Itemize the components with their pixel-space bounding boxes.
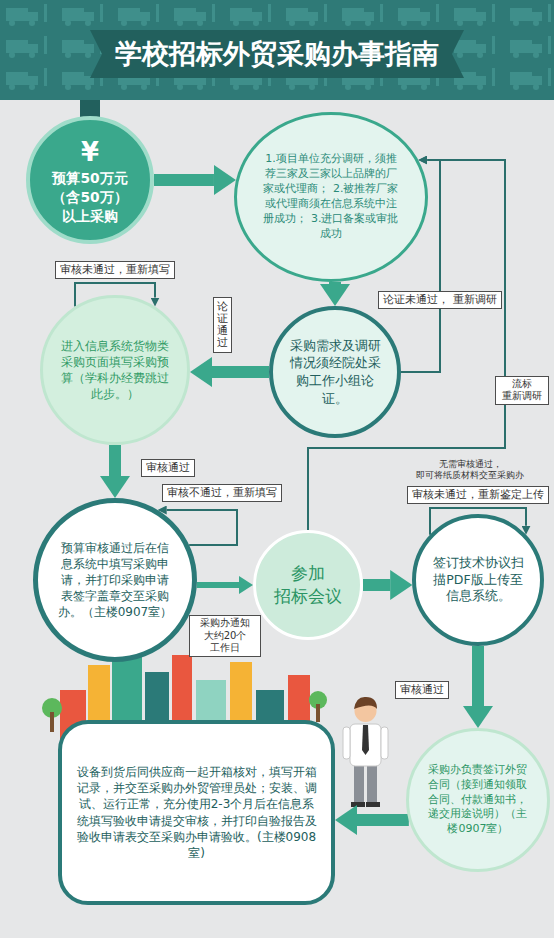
person-figure <box>351 802 365 807</box>
node-text: ¥预算50万元 （含50万） 以上采购 <box>44 135 136 226</box>
process-circle: 预算审核通过后在信息系统中填写采购申请，并打印采购申请表签字盖章交至采购办。（主… <box>33 498 197 662</box>
person-figure <box>362 725 369 755</box>
edge-label: 论证通过 <box>213 297 232 353</box>
node-label: 签订技术协议扫描PDF版上传至信息系统。 <box>430 555 525 606</box>
node-outline <box>40 295 190 445</box>
person-figure <box>343 697 388 807</box>
circle-shape <box>36 501 195 660</box>
node-label: 采购需求及调研情况须经院处采购工作小组论证。 <box>287 337 382 407</box>
process-circle: 1.项目单位充分调研，须推荐三家及三家以上品牌的厂家或代理商； 2.被推荐厂家或… <box>234 112 428 282</box>
person-figure <box>354 764 364 804</box>
edge-label: 采购办通知 大约20个 工作日 <box>189 615 261 657</box>
header-band <box>0 0 554 100</box>
circle-shape <box>28 118 152 242</box>
flow-arrow <box>363 579 390 591</box>
circle-shape <box>236 114 427 281</box>
person-figure <box>354 697 377 709</box>
flow-arrow <box>154 174 214 186</box>
process-circle: 采购需求及调研情况须经院处采购工作小组论证。 <box>269 306 401 438</box>
node-outline <box>269 306 401 438</box>
box-shape <box>60 722 333 903</box>
edge-label: 审核不通过，重新填写 <box>162 484 282 502</box>
person-figure <box>343 727 350 759</box>
circle-shape <box>414 516 542 644</box>
node-text: 采购办负责签订外贸合同（接到通知领取合同、付款通知书，递交用途说明）（主楼090… <box>426 763 530 837</box>
city-illustration <box>316 704 320 722</box>
node-text: 进入信息系统货物类采购页面填写采购预算（学科办经费跳过此步。） <box>61 338 169 403</box>
city-illustration <box>50 712 54 732</box>
node-label: 1.项目单位充分调研，须推荐三家及三家以上品牌的厂家或代理商； 2.被推荐厂家或… <box>261 152 401 241</box>
circle-shape <box>255 532 362 639</box>
node-text: 1.项目单位充分调研，须推荐三家及三家以上品牌的厂家或代理商； 2.被推荐厂家或… <box>261 152 401 241</box>
node-outline <box>58 720 335 905</box>
node-text: 参加 招标会议 <box>268 562 347 608</box>
person-figure <box>366 802 380 807</box>
header-band <box>0 0 554 122</box>
process-circle: 参加 招标会议 <box>253 530 363 640</box>
node-outline <box>253 530 363 640</box>
header-band <box>90 30 464 78</box>
circle-shape <box>408 730 549 871</box>
process-circle: 签订技术协议扫描PDF版上传至信息系统。 <box>412 514 544 646</box>
person-figure <box>367 764 377 804</box>
edge-label: 流标 重新调研 <box>495 376 549 405</box>
node-label: 预算审核通过后在信息系统中填写采购申请，并打印采购申请表签字盖章交至采购办。（主… <box>56 540 174 621</box>
flow-arrow <box>109 445 121 476</box>
flow-arrow <box>329 282 341 284</box>
header-band <box>0 0 554 100</box>
node-label: ¥ <box>44 135 136 170</box>
process-circle: 进入信息系统货物类采购页面填写采购预算（学科办经费跳过此步。） <box>40 295 190 445</box>
node-label: 设备到货后同供应商一起开箱核对，填写开箱记录，并交至采购办外贸管理员处；安装、调… <box>75 764 319 861</box>
node-label: 进入信息系统货物类采购页面填写采购预算（学科办经费跳过此步。） <box>61 338 169 403</box>
edge-label: 审核通过 <box>395 681 449 699</box>
circle-shape <box>42 297 189 444</box>
node-text: 签订技术协议扫描PDF版上传至信息系统。 <box>430 555 525 606</box>
title: 学校招标外贸采购办事指南 <box>90 30 464 78</box>
flow-arrow <box>212 366 269 378</box>
process-circle: ¥预算50万元 （含50万） 以上采购 <box>26 116 154 244</box>
edge-label: 论证未通过， 重新调研 <box>378 291 502 309</box>
flow-arrow <box>197 582 239 588</box>
process-circle: 采购办负责签订外贸合同（接到通知领取合同、付款通知书，递交用途说明）（主楼090… <box>406 728 550 872</box>
flow-arrow <box>357 814 409 826</box>
node-text: 预算审核通过后在信息系统中填写采购申请，并打印采购申请表签字盖章交至采购办。（主… <box>56 540 174 621</box>
node-label: 参加 招标会议 <box>268 562 347 608</box>
person-figure <box>381 727 388 759</box>
edge-label: 审核通过 <box>141 459 195 477</box>
edge-label: 审核未通过，重新填写 <box>55 261 175 279</box>
process-box: 设备到货后同供应商一起开箱核对，填写开箱记录，并交至采购办外贸管理员处；安装、调… <box>58 720 335 905</box>
flow-arrow <box>472 646 484 706</box>
node-label: 预算50万元 （含50万） 以上采购 <box>44 169 136 225</box>
edge-label: 审核未通过，重新鉴定上传 <box>407 486 549 504</box>
note-label: 无需审核通过， 即可将纸质材料交至采购办 <box>408 459 532 482</box>
person-figure <box>350 724 381 766</box>
circle-shape <box>271 308 399 436</box>
node-text: 设备到货后同供应商一起开箱核对，填写开箱记录，并交至采购办外贸管理员处；安装、调… <box>75 764 319 861</box>
node-text: 采购需求及调研情况须经院处采购工作小组论证。 <box>287 337 382 407</box>
node-label: 采购办负责签订外贸合同（接到通知领取合同、付款通知书，递交用途说明）（主楼090… <box>426 763 530 837</box>
